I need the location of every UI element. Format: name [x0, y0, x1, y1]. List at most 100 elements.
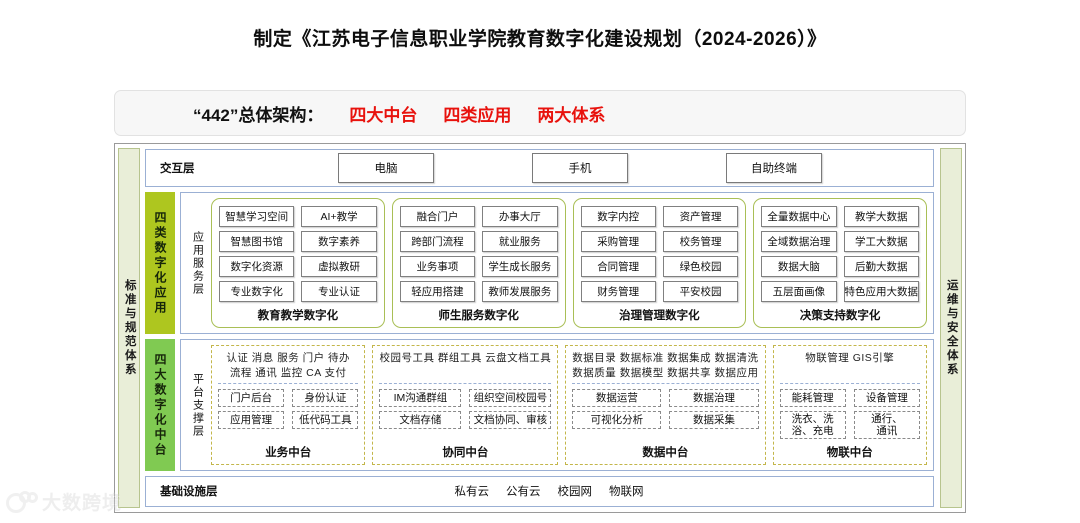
applications-row-tag: 四类数字化应用 — [145, 192, 175, 335]
cell[interactable]: 财务管理 — [580, 281, 656, 303]
infrastructure-item-private-cloud[interactable]: 私有云 — [454, 486, 489, 499]
app-group-governance-grid: 数字内控 资产管理 采购管理 校务管理 合同管理 绿色校园 财务管理 平安校园 — [580, 206, 739, 303]
platform-group-data[interactable]: 数据目录 数据标准 数据集成 数据清洗 数据质量 数据模型 数据共享 数据应用 … — [565, 345, 766, 465]
platform-tag-line: 数据质量 数据模型 数据共享 数据应用 — [572, 366, 759, 379]
platform-tags: 数据目录 数据标准 数据集成 数据清洗 数据质量 数据模型 数据共享 数据应用 — [572, 351, 759, 384]
app-group-services-grid: 融合门户 办事大厅 跨部门流程 就业服务 业务事项 学生成长服务 轻应用搭建 教… — [399, 206, 558, 303]
app-group-services[interactable]: 融合门户 办事大厅 跨部门流程 就业服务 业务事项 学生成长服务 轻应用搭建 教… — [391, 198, 566, 329]
cell[interactable]: 后勤大数据 — [843, 256, 919, 278]
platform-row-tag-label: 四大数字化中台 — [153, 352, 167, 458]
right-rail-security: 运维与安全体系 — [940, 148, 962, 508]
platform-group-iot[interactable]: 物联管理 GIS引擎 能耗管理 设备管理 洗衣、洗 浴、充电 通行、 通讯 物联… — [772, 345, 928, 465]
left-rail-standards: 标准与规范体系 — [118, 148, 140, 508]
app-group-governance[interactable]: 数字内控 资产管理 采购管理 校务管理 合同管理 绿色校园 财务管理 平安校园 … — [572, 198, 747, 329]
infrastructure-item-iot-network[interactable]: 物联网 — [608, 486, 644, 499]
cell[interactable]: 合同管理 — [580, 256, 656, 278]
platform-group-collaboration[interactable]: 校园号工具 群组工具 云盘文档工具 IM沟通群组 组织空间校园号 文档存储 文档… — [372, 345, 559, 465]
cell[interactable]: 学生成长服务 — [482, 256, 558, 278]
cell[interactable]: 业务事项 — [399, 256, 476, 278]
platform-group-data-grid: 数据运营 数据治理 可视化分析 数据采集 — [572, 388, 759, 439]
left-rail-label: 标准与规范体系 — [123, 279, 136, 377]
platform-panel: 平台支撑层 认证 消息 服务 门户 待办 流程 通讯 监控 CA 支付 门户后台… — [180, 339, 934, 471]
cell[interactable]: IM沟通群组 — [379, 388, 462, 407]
cell[interactable]: 全域数据治理 — [761, 231, 837, 253]
platform-tag-line: 认证 消息 服务 门户 待办 — [226, 352, 351, 365]
cell[interactable]: 办事大厅 — [482, 206, 558, 228]
cell[interactable]: 设备管理 — [853, 388, 921, 407]
cell[interactable]: 数字化资源 — [219, 256, 295, 278]
cell[interactable]: 通行、 通讯 — [853, 410, 921, 439]
cell[interactable]: 数据采集 — [669, 410, 759, 429]
interaction-item-mobile[interactable]: 手机 — [532, 153, 628, 184]
platform-groups: 认证 消息 服务 门户 待办 流程 通讯 监控 CA 支付 门户后台 身份认证 … — [211, 345, 928, 465]
cell[interactable]: 绿色校园 — [662, 256, 739, 278]
cell[interactable]: 资产管理 — [662, 206, 739, 228]
cell[interactable]: 教师发展服务 — [482, 281, 558, 303]
interaction-layer-label: 交互层 — [160, 163, 195, 176]
cell[interactable]: 平安校园 — [662, 281, 739, 303]
app-group-decision-grid: 全量数据中心 教学大数据 全域数据治理 学工大数据 数据大脑 后勤大数据 五层面… — [761, 206, 919, 303]
app-group-title: 师生服务数字化 — [438, 310, 519, 323]
infrastructure-row: 基础设施层 私有云 公有云 校园网 物联网 — [145, 475, 934, 507]
cell[interactable]: 智慧图书馆 — [219, 231, 295, 253]
banner-label: “442”总体架构： — [193, 105, 324, 125]
infrastructure-item-public-cloud[interactable]: 公有云 — [505, 486, 541, 499]
watermark: 大数跨境 — [6, 488, 122, 515]
cell[interactable]: 门户后台 — [218, 388, 285, 407]
cell[interactable]: 专业数字化 — [219, 281, 295, 303]
platform-group-iot-grid: 能耗管理 设备管理 洗衣、洗 浴、充电 通行、 通讯 — [779, 388, 921, 439]
cell[interactable]: 洗衣、洗 浴、充电 — [779, 410, 846, 439]
platform-row-tag: 四大数字化中台 — [145, 339, 175, 471]
platform-group-business-grid: 门户后台 身份认证 应用管理 低代码工具 — [218, 388, 359, 439]
app-group-teaching[interactable]: 智慧学习空间 AI+教学 智慧图书馆 数字素养 数字化资源 虚拟教研 专业数字化… — [211, 198, 385, 329]
cell[interactable]: 身份认证 — [292, 388, 359, 407]
cell[interactable]: 采购管理 — [580, 231, 656, 253]
cell[interactable]: 应用管理 — [218, 410, 285, 429]
cell[interactable]: 全量数据中心 — [761, 206, 837, 228]
cell[interactable]: 可视化分析 — [572, 410, 662, 429]
cell[interactable]: 轻应用搭建 — [399, 281, 476, 303]
applications-vertical-label: 应用服务层 — [187, 198, 207, 328]
banner-highlight-0: 四大中台 — [349, 105, 418, 125]
app-group-title: 决策支持数字化 — [799, 310, 881, 323]
interaction-item-kiosk[interactable]: 自助终端 — [726, 153, 822, 184]
cell[interactable]: 文档协同、审核 — [469, 410, 552, 429]
architecture-banner: “442”总体架构： 四大中台 四类应用 两大体系 — [114, 90, 966, 136]
cell[interactable]: 数据运营 — [572, 388, 662, 407]
cell[interactable]: 数据大脑 — [761, 256, 837, 278]
interaction-item-pc[interactable]: 电脑 — [338, 153, 434, 184]
platform-tags: 物联管理 GIS引擎 — [779, 351, 921, 384]
platform-group-business[interactable]: 认证 消息 服务 门户 待办 流程 通讯 监控 CA 支付 门户后台 身份认证 … — [211, 345, 366, 465]
page-title: 制定《江苏电子信息职业学院教育数字化建设规划（2024-2026）》 — [253, 29, 827, 50]
app-group-decision[interactable]: 全量数据中心 教学大数据 全域数据治理 学工大数据 数据大脑 后勤大数据 五层面… — [753, 198, 927, 329]
cell[interactable]: AI+教学 — [301, 206, 377, 228]
cell[interactable]: 学工大数据 — [843, 231, 919, 253]
cell[interactable]: 智慧学习空间 — [219, 206, 295, 228]
cell[interactable]: 教学大数据 — [843, 206, 919, 228]
frame-body: 交互层 电脑 手机 自助终端 四类数字化应用 应用服务层 智慧学习空间 AI+教… — [143, 144, 937, 512]
platform-tag-line: 数据目录 数据标准 数据集成 数据清洗 — [572, 352, 759, 365]
cell[interactable]: 专业认证 — [301, 281, 377, 303]
cell[interactable]: 能耗管理 — [779, 388, 846, 407]
cell[interactable]: 就业服务 — [482, 231, 558, 253]
cell[interactable]: 文档存储 — [379, 410, 462, 429]
infrastructure-item-campus-network[interactable]: 校园网 — [557, 486, 592, 499]
cell[interactable]: 融合门户 — [399, 206, 476, 228]
cell[interactable]: 特色应用大数据 — [843, 281, 919, 303]
cell[interactable]: 数字内控 — [580, 206, 656, 228]
cell[interactable]: 虚拟教研 — [301, 256, 377, 278]
platform-group-title: 数据中台 — [642, 446, 689, 459]
cell[interactable]: 低代码工具 — [292, 410, 359, 429]
applications-row: 四类数字化应用 应用服务层 智慧学习空间 AI+教学 智慧图书馆 数字素养 数字… — [145, 192, 934, 335]
cell[interactable]: 数据治理 — [669, 388, 759, 407]
platform-tag-spacer — [780, 366, 920, 380]
cell[interactable]: 跨部门流程 — [399, 231, 476, 253]
watermark-text: 大数跨境 — [42, 493, 123, 514]
applications-panel: 应用服务层 智慧学习空间 AI+教学 智慧图书馆 数字素养 数字化资源 虚拟教研… — [180, 192, 934, 335]
cell[interactable]: 五层面画像 — [761, 281, 837, 303]
cell[interactable]: 组织空间校园号 — [469, 388, 552, 407]
cell[interactable]: 校务管理 — [662, 231, 739, 253]
platform-row: 四大数字化中台 平台支撑层 认证 消息 服务 门户 待办 流程 通讯 监控 CA… — [145, 339, 934, 471]
platform-group-collaboration-grid: IM沟通群组 组织空间校园号 文档存储 文档协同、审核 — [379, 388, 552, 439]
cell[interactable]: 数字素养 — [301, 231, 377, 253]
